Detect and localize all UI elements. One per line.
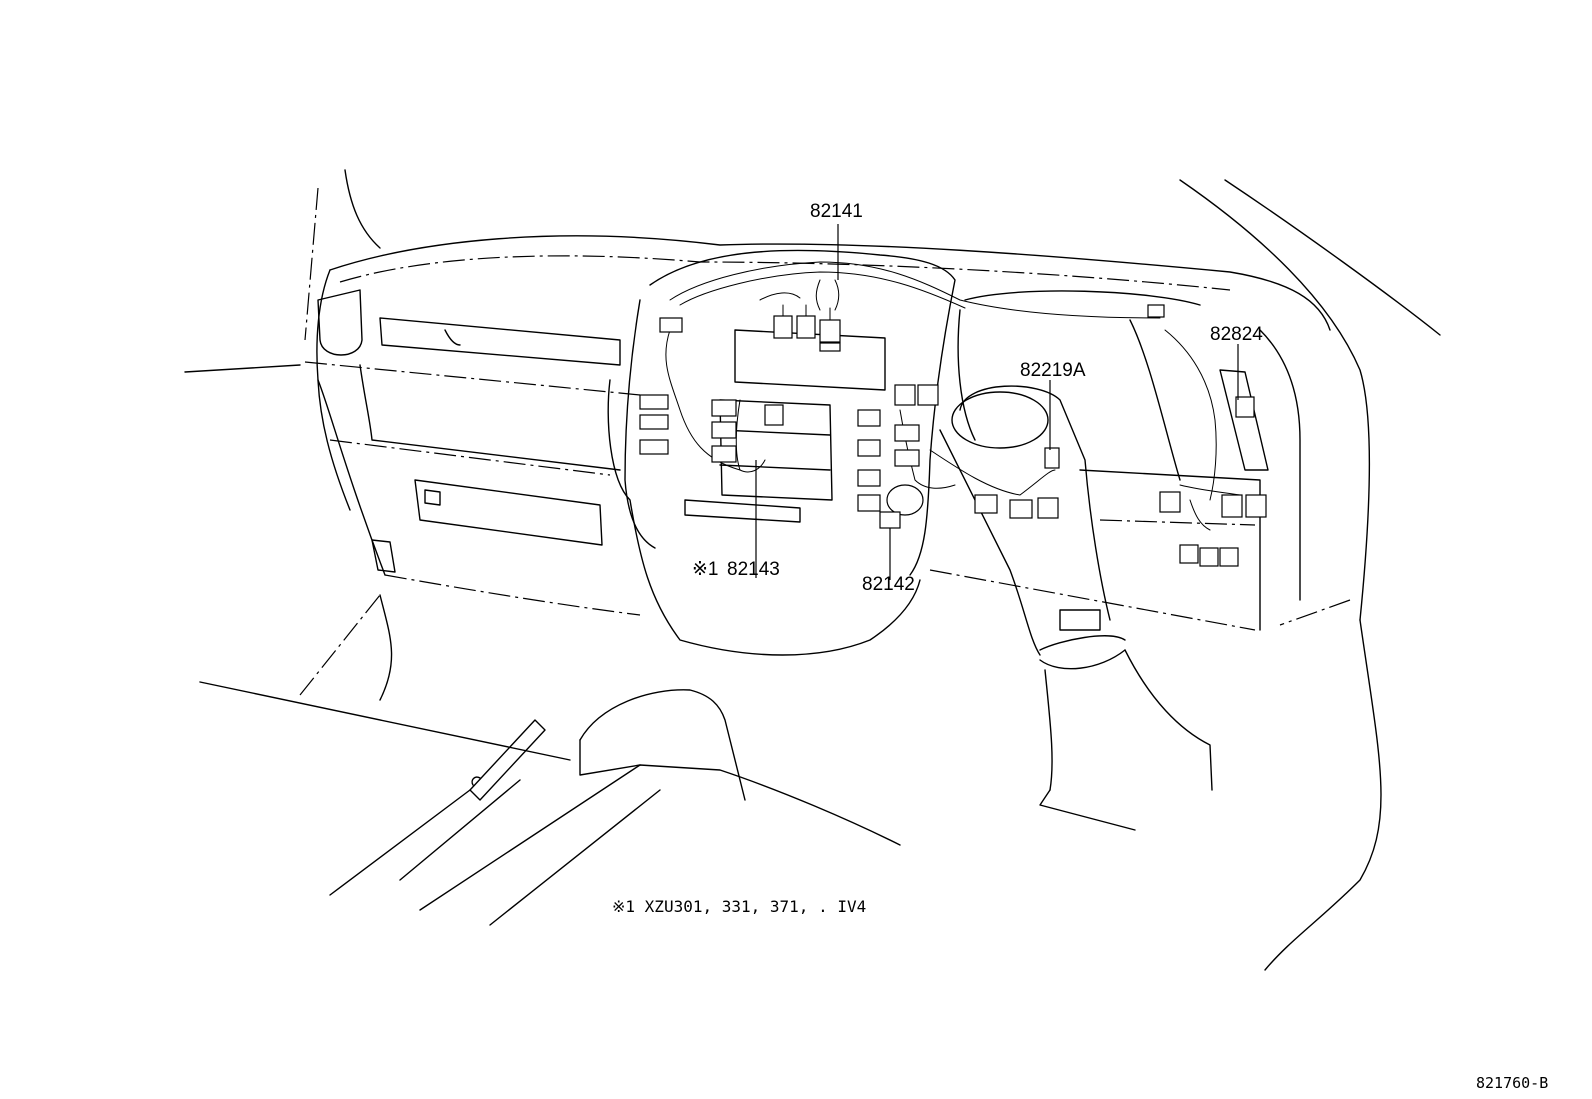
cab-outline [184,169,1441,971]
connectors [639,304,1267,567]
callout-82824: 82824 [1210,324,1263,345]
callout-82142: 82142 [862,574,915,595]
callout-82141: 82141 [810,201,863,222]
steering-column [939,385,1213,831]
applicability-footnote: ※1 XZU301, 331, 371, . IV4 [612,897,866,916]
drawing-code: 821760-B [1476,1074,1548,1092]
callout-82219a: 82219A [1020,360,1086,381]
callout-82143-mark: ※1 [692,559,719,580]
center-console [329,689,901,926]
wire-harness [665,261,1241,531]
dashboard [304,235,1331,656]
leader-lines [755,224,1239,580]
callout-82143: 82143 [727,559,780,580]
